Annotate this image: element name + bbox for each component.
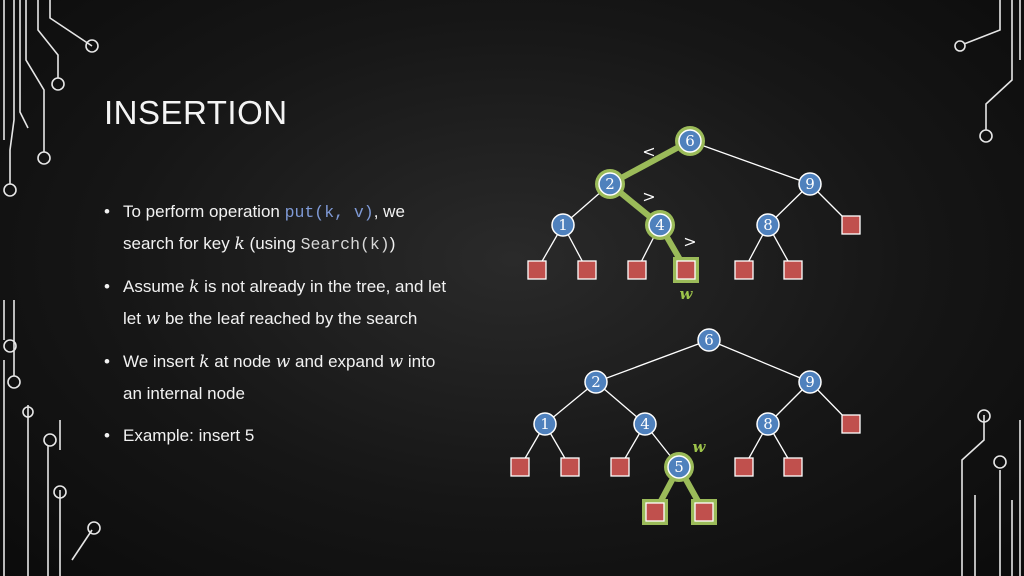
leaf-node xyxy=(783,260,803,280)
leaf-node xyxy=(510,457,530,477)
slide-title: INSERTION xyxy=(104,94,288,131)
leaf-node xyxy=(734,457,754,477)
leaf-node xyxy=(610,457,630,477)
bullet-put-operation: To perform operation put(k, v), we searc… xyxy=(104,196,504,260)
node-label: 6 xyxy=(685,132,695,150)
var-k: k xyxy=(234,234,245,254)
comparison-label: < xyxy=(642,142,655,161)
new-node-w-label: w xyxy=(693,438,707,456)
code-search: Search(k) xyxy=(300,235,390,254)
leaf-node xyxy=(676,260,696,280)
search-path-edge xyxy=(607,138,693,187)
leaf-node xyxy=(783,457,803,477)
leaf-node xyxy=(645,502,665,522)
comparison-label: > xyxy=(683,232,696,251)
bullet-example: Example: insert 5 xyxy=(104,420,504,451)
tree-node xyxy=(798,370,822,394)
leaf-node xyxy=(627,260,647,280)
bullet-list: To perform operation put(k, v), we searc… xyxy=(104,196,504,462)
tree-node xyxy=(798,172,822,196)
node-label: 9 xyxy=(805,373,815,391)
tree-edge xyxy=(689,140,811,185)
node-label: 8 xyxy=(763,415,773,433)
node-label: 1 xyxy=(558,216,568,234)
bullet-assume: Assume k is not already in the tree, and… xyxy=(104,271,504,335)
code-put: put(k, v) xyxy=(284,203,374,222)
tree-node xyxy=(598,172,622,196)
node-label: 8 xyxy=(763,216,773,234)
leaf-node xyxy=(694,502,714,522)
leaf-node xyxy=(841,414,861,434)
tree-node xyxy=(667,455,691,479)
var-w: w xyxy=(388,352,404,372)
var-k: k xyxy=(199,352,210,372)
var-k: k xyxy=(189,277,200,297)
leaf-node xyxy=(577,260,597,280)
tree-node xyxy=(697,328,721,352)
tree-edge xyxy=(595,339,710,383)
leaf-node xyxy=(527,260,547,280)
leaf-node xyxy=(560,457,580,477)
node-label: 4 xyxy=(655,216,665,234)
bullet-insert: We insert k at node w and expand w into … xyxy=(104,346,504,409)
leaf-node xyxy=(734,260,754,280)
var-w: w xyxy=(145,309,161,329)
node-label: 6 xyxy=(704,331,714,349)
node-label: 2 xyxy=(591,373,601,391)
comparison-label: > xyxy=(642,187,655,206)
tree-node xyxy=(584,370,608,394)
var-w: w xyxy=(275,352,291,372)
leaf-w-label: w xyxy=(680,285,694,303)
tree-node xyxy=(633,412,657,436)
tree-node xyxy=(648,213,672,237)
node-label: 2 xyxy=(605,175,615,193)
tree-node xyxy=(756,412,780,436)
leaf-node xyxy=(841,215,861,235)
node-label: 1 xyxy=(540,415,550,433)
tree-node xyxy=(533,412,557,436)
tree-node xyxy=(551,213,575,237)
tree-edge xyxy=(708,339,811,383)
tree-node xyxy=(678,129,702,153)
node-label: 4 xyxy=(640,415,650,433)
node-label: 5 xyxy=(674,458,684,476)
tree-node xyxy=(756,213,780,237)
node-label: 9 xyxy=(805,175,815,193)
